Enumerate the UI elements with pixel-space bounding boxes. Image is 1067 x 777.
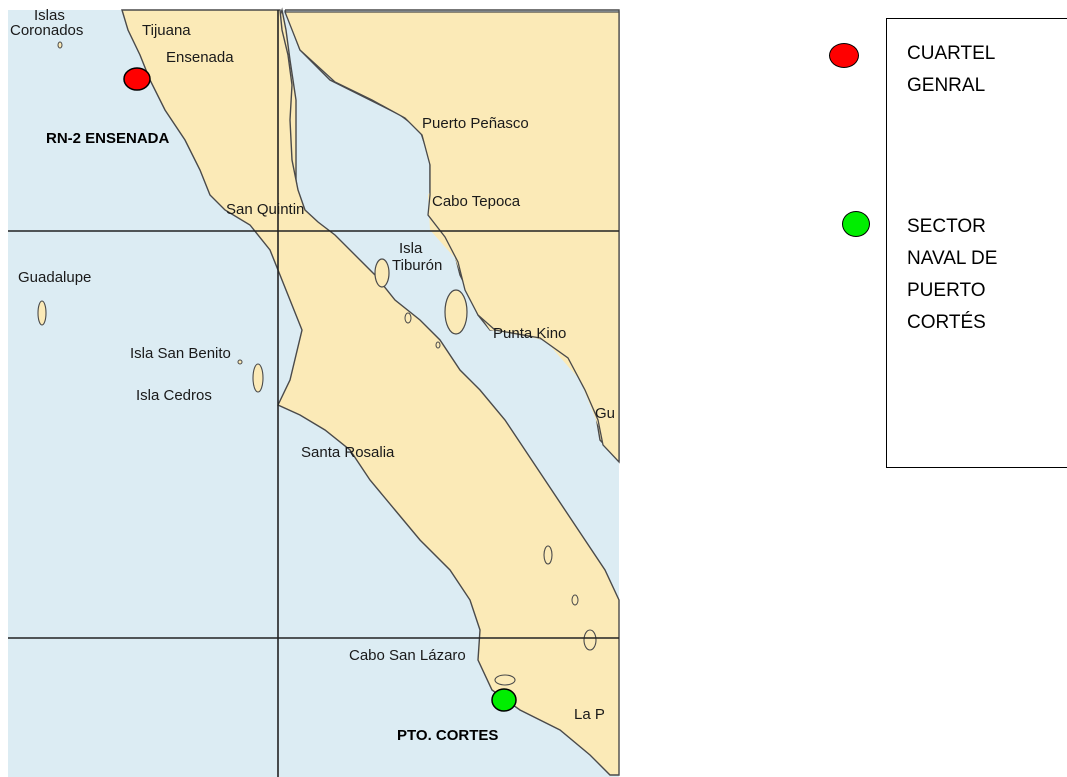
- label-cabo-tepoca: Cabo Tepoca: [432, 193, 521, 210]
- label-isla-cedros: Isla Cedros: [136, 387, 212, 404]
- mainland-east-fill: [284, 11, 620, 464]
- isla-margarita: [494, 674, 516, 686]
- label-guadalupe: Guadalupe: [18, 269, 91, 286]
- legend-line: NAVAL DE: [907, 248, 998, 269]
- grid-lines: [8, 10, 619, 777]
- marker-label-cortes: PTO. CORTES: [397, 727, 498, 744]
- isla-espiritu-santo: [583, 629, 597, 651]
- legend-box: [886, 18, 1067, 468]
- legend-line: CUARTEL: [907, 43, 996, 64]
- marker-ensenada: [123, 67, 151, 91]
- marker-cortes: [491, 688, 517, 712]
- label-punta-kino: Punta Kino: [493, 325, 566, 342]
- marker-label-ensenada: RN-2 ENSENADA: [46, 130, 170, 147]
- isla-san-benito: [237, 359, 243, 365]
- isla-angel-guarda: [374, 258, 390, 288]
- legend-line: GENRAL: [907, 75, 986, 96]
- legend-dot-green: [842, 211, 870, 237]
- isla-small-2: [435, 341, 441, 349]
- label-islas: Islas: [34, 7, 65, 24]
- legend-line: SECTOR: [907, 216, 986, 237]
- label-gu: Gu: [595, 405, 615, 422]
- label-tiburon: Tiburón: [392, 257, 442, 274]
- isla-small-3: [571, 594, 579, 606]
- label-tijuana: Tijuana: [142, 22, 191, 39]
- isla-coronados: [57, 41, 63, 49]
- isla-guadalupe: [37, 300, 47, 326]
- label-isla-san-benito: Isla San Benito: [130, 345, 231, 362]
- label-la-p: La P: [574, 706, 605, 723]
- isla-small-1: [404, 312, 412, 324]
- label-san-quintin: San Quintin: [226, 201, 304, 218]
- label-ensenada: Ensenada: [166, 49, 234, 66]
- isla-cedros: [252, 363, 264, 393]
- legend-dot-red: [829, 43, 859, 68]
- isla-carmen: [543, 545, 553, 565]
- legend-text-cuartel: CUARTEL GENRAL: [907, 38, 995, 102]
- baja-peninsula: [121, 9, 620, 776]
- label-puerto-penasco: Puerto Peñasco: [422, 115, 529, 132]
- label-santa-rosalia: Santa Rosalia: [301, 444, 395, 461]
- label-coronados: Coronados: [10, 22, 83, 39]
- legend-line: PUERTO: [907, 280, 986, 301]
- legend-line: CORTÉS: [907, 312, 986, 333]
- label-isla: Isla: [399, 240, 423, 257]
- label-cabo-san-lazaro: Cabo San Lázaro: [349, 647, 466, 664]
- isla-tiburon: [444, 289, 468, 335]
- legend-text-sector: SECTOR NAVAL DE PUERTO CORTÉS: [907, 211, 997, 339]
